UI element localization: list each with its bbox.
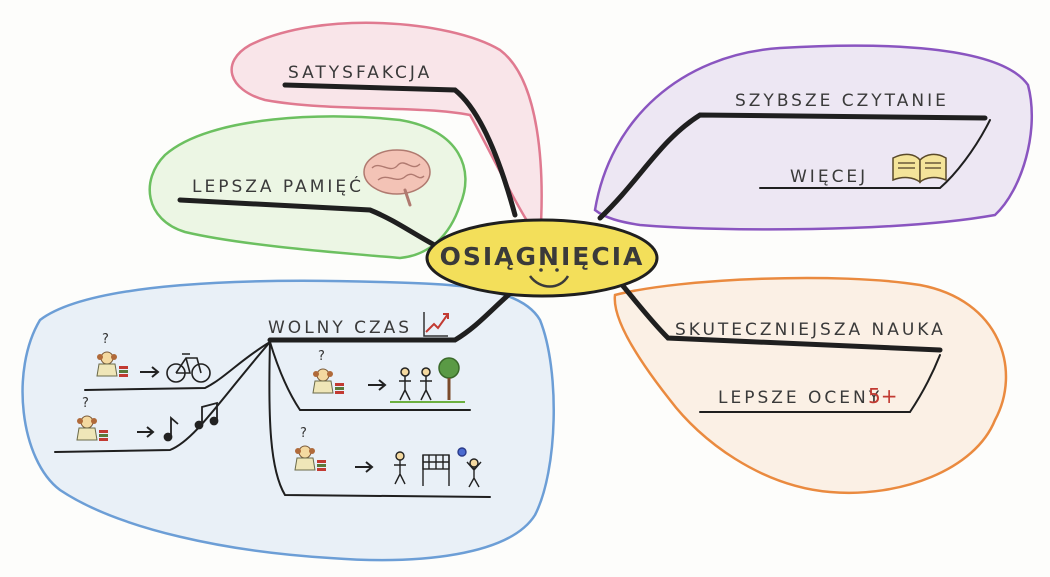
- central-node: [425, 218, 659, 298]
- wolny-czas-label: WOLNY CZAS: [268, 318, 412, 338]
- czytanie-bubble: [593, 44, 1034, 231]
- svg-text:?: ?: [102, 332, 109, 347]
- nauka-label: SKUTECZNIEJSZA NAUKA: [675, 320, 946, 340]
- pamiec-branch: [177, 197, 443, 251]
- arrow-icon: [355, 461, 374, 473]
- open-book-icon: [892, 153, 947, 184]
- nauka-subbranch: [699, 354, 941, 413]
- czytanie-label: SZYBSZE CZYTANIE: [735, 91, 949, 111]
- nauka-branch: [615, 277, 943, 353]
- arrow-icon: [140, 366, 160, 378]
- wolny-sub-friends: [269, 341, 471, 411]
- satysfakcja-label: SATYSFAKCJA: [288, 63, 432, 83]
- wolny-sub-bike: [84, 341, 271, 391]
- satysfakcja-bubble: [230, 21, 543, 244]
- wolny-sub-volley: [268, 341, 491, 498]
- girl-reading-icon: ?: [96, 332, 129, 378]
- czytanie-branch: [597, 112, 988, 221]
- grade-label: 5+: [868, 384, 897, 408]
- czytanie-sublabel: WIĘCEJ: [790, 167, 868, 187]
- nauka-bubble: [613, 276, 1008, 495]
- smiley-icon: [528, 275, 570, 288]
- wolny-czas-bubble: [21, 279, 555, 562]
- volleyball-icon: [394, 447, 482, 488]
- svg-text:?: ?: [318, 349, 325, 364]
- girl-reading-icon: ?: [76, 396, 109, 442]
- satysfakcja-branch: [282, 82, 518, 218]
- arrow-icon: [137, 426, 155, 438]
- wolny-sub-music: [54, 341, 271, 453]
- central-label: OSIĄGNIĘCIA: [440, 242, 645, 271]
- rising-chart-icon: [423, 312, 449, 337]
- girl-reading-icon: ?: [312, 349, 345, 395]
- friends-with-tree-icon: [390, 357, 465, 403]
- pamiec-label: LEPSZA PAMIĘĆ: [192, 175, 364, 197]
- svg-text:?: ?: [82, 396, 89, 411]
- nauka-sublabel: LEPSZE OCENY: [718, 388, 882, 408]
- girl-reading-icon: ?: [294, 426, 327, 472]
- bicycle-icon: [166, 353, 211, 383]
- arrow-icon: [368, 379, 387, 391]
- svg-text:?: ?: [300, 426, 307, 441]
- brain-icon: [363, 149, 431, 207]
- music-notes-icon: [163, 401, 219, 442]
- czytanie-subbranch: [759, 119, 991, 189]
